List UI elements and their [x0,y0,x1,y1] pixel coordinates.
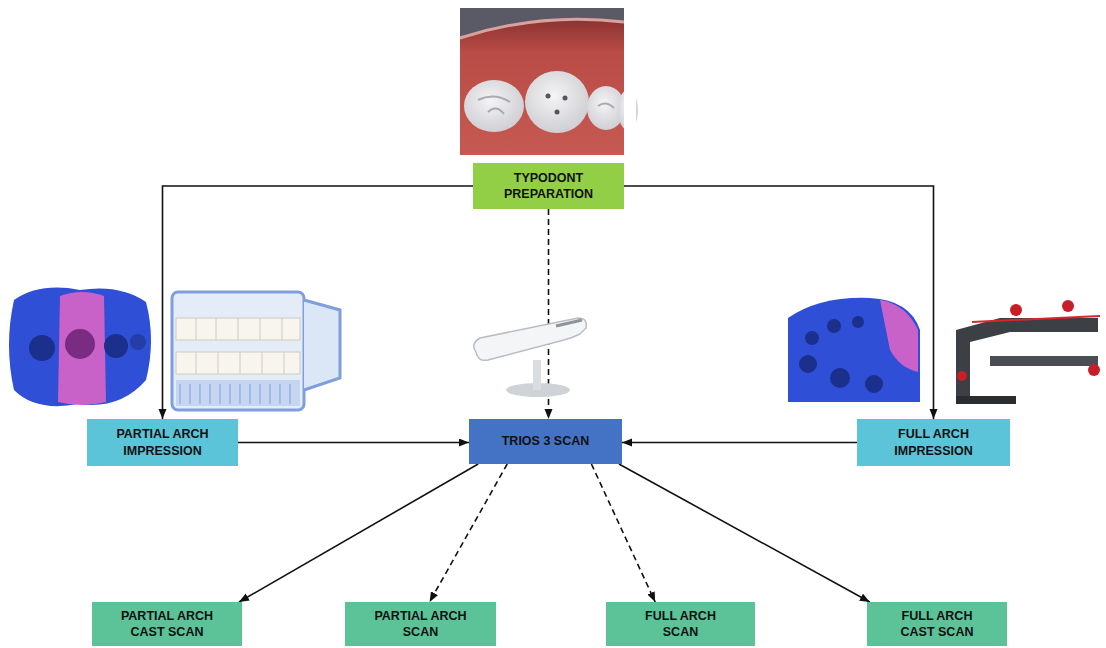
result-box: PARTIAL ARCH CAST SCAN [92,602,242,646]
box-label: PARTIAL ARCH CAST SCAN [117,608,217,641]
partial-model-part [176,352,300,374]
partial-model-part [304,300,340,390]
scan-box: TRIOS 3 SCAN [469,419,622,464]
partial-model-part [196,318,284,374]
result-box: PARTIAL ARCH SCAN [345,602,496,646]
typodont-photo-part [598,103,614,108]
typodont-photo-part [555,110,560,115]
full-impression-part [788,298,920,402]
full-impression-part [852,316,864,328]
dashed-arrow [430,464,508,602]
typodont-photo-part [525,71,589,133]
partial-model-part [172,292,304,410]
box-label: TYPODONT PREPARATION [499,170,599,203]
typodont-photo-part [460,8,624,38]
full-impression-part [799,355,817,373]
partial-impression-part [58,292,106,405]
solid-arrow [163,186,474,419]
solid-arrow [619,464,870,602]
box-label: FULL ARCH SCAN [631,608,731,641]
typodont-photo-part [546,94,551,99]
full-impression-part [827,319,841,333]
box-label: PARTIAL ARCH IMPRESSION [113,426,213,459]
partial-impression-part [29,335,55,361]
full-impression-part [880,300,918,372]
box-label: TRIOS 3 SCAN [496,433,596,449]
full-impression-part [830,368,850,388]
dashed-arrow [591,464,655,602]
typodont-photo-part [563,96,568,101]
articulator-image-part [990,356,1098,366]
partial-model [172,292,340,410]
typodont-photo-part [460,8,624,155]
articulator-image-part [1088,364,1100,376]
typodont-photo [460,8,638,155]
articulator-image-part [1010,304,1022,316]
scanner-image-part [474,318,587,360]
typodont-photo-part [464,80,524,132]
articulator-image-part [957,371,967,381]
solid-arrow [238,442,469,444]
result-box: FULL ARCH CAST SCAN [867,602,1007,646]
partial-impression-part [130,334,146,350]
solid-arrow [622,442,857,444]
scanner-image-part [533,360,541,390]
scanner-image-part [556,320,582,326]
scanner-image [474,318,587,397]
full-impression-part [865,375,883,393]
solid-arrow [624,186,934,419]
typodont-photo-part [624,8,636,155]
articulator-image-part [956,396,1016,404]
partial-model-part [180,384,290,404]
full-impression-part [805,331,819,345]
box-label: PARTIAL ARCH SCAN [371,608,471,641]
articulator-image-part [1062,300,1074,312]
step-box: TYPODONT PREPARATION [473,163,624,209]
full-impression [788,298,920,402]
typodont-photo-part [478,96,510,114]
result-box: FULL ARCH SCAN [606,602,755,646]
articulator-image-part [956,318,1098,400]
solid-arrow [239,464,478,602]
partial-impression-part [9,288,151,407]
impression-box: PARTIAL ARCH IMPRESSION [87,419,238,466]
partial-impression-part [65,329,95,359]
articulator-image-part [972,316,1100,322]
partial-impression-part [104,334,128,358]
box-label: FULL ARCH CAST SCAN [887,608,987,641]
articulator-image [956,300,1100,404]
typodont-photo-part [460,19,624,38]
partial-model-part [176,380,300,406]
box-label: FULL ARCH IMPRESSION [884,426,984,459]
impression-box: FULL ARCH IMPRESSION [857,419,1010,466]
partial-impression [9,288,151,407]
